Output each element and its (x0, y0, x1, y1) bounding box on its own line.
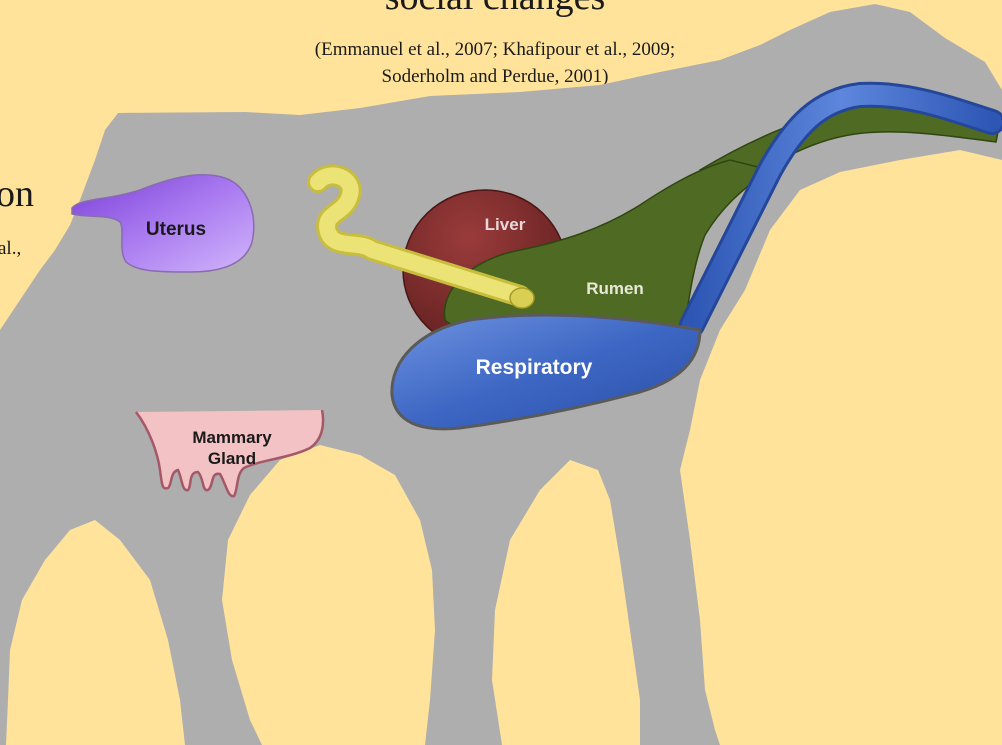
uterus-label: Uterus (146, 219, 206, 240)
intestine-end (510, 288, 534, 308)
rumen-label: Rumen (586, 279, 644, 298)
left-citation-fragment: al., (0, 238, 21, 260)
liver-label: Liver (485, 215, 526, 234)
mammary-label-line1: Mammary (192, 428, 272, 447)
respiratory-label: Respiratory (476, 356, 593, 379)
mammary-label-line2: Gland (208, 449, 256, 468)
left-heading-fragment: on (0, 172, 34, 216)
